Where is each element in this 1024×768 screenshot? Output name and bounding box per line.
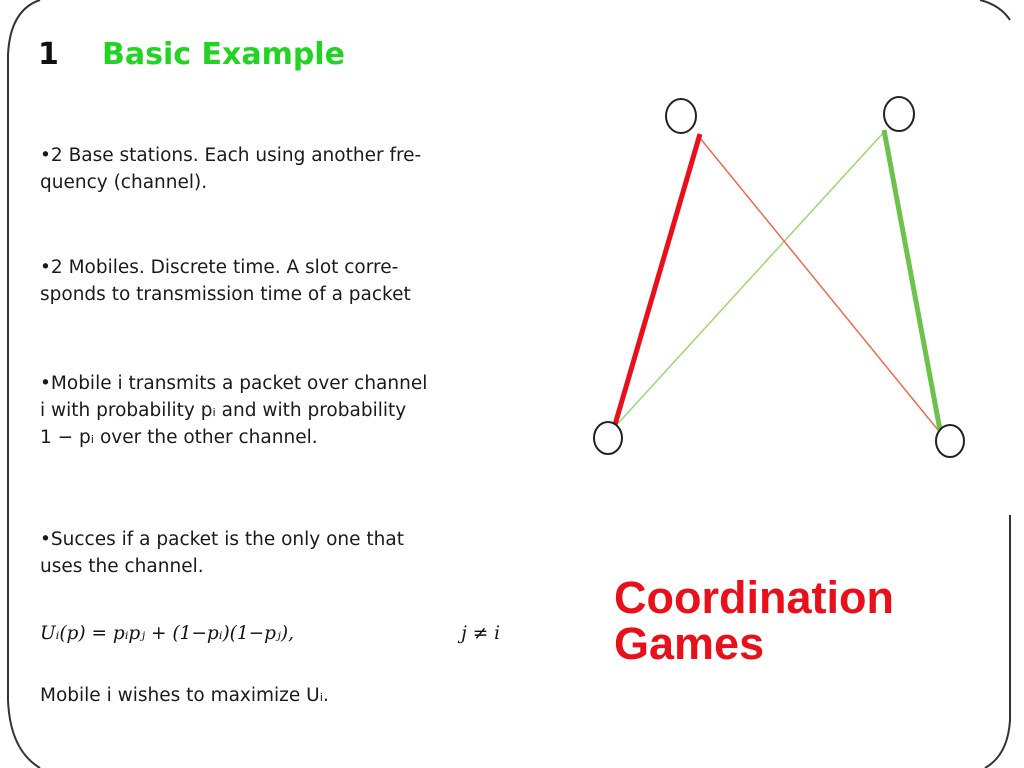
formula-expression: Uᵢ(p) = pᵢpⱼ + (1−pᵢ)(1−pⱼ),: [40, 623, 294, 644]
text-line: •2 Mobiles. Discrete time. A slot corre-: [40, 257, 399, 278]
node-top-left: [665, 98, 697, 134]
coordination-games-title: Coordination Games: [614, 575, 894, 667]
title-line: Games: [614, 618, 765, 669]
paragraph-base-stations: •2 Base stations. Each using another fre…: [40, 142, 500, 196]
edge-thick-red: [611, 133, 703, 429]
formula-condition: j ≠ i: [461, 623, 500, 644]
node-top-right: [883, 96, 915, 132]
node-bottom-right: [935, 424, 965, 458]
title-line: Coordination: [614, 572, 894, 623]
text-line: i with probability pᵢ and with probabili…: [40, 400, 407, 421]
text-line: •Succes if a packet is the only one that: [40, 529, 404, 550]
utility-formula: Uᵢ(p) = pᵢpⱼ + (1−pᵢ)(1−pⱼ), j ≠ i: [40, 623, 500, 644]
text-line: sponds to transmission time of a packet: [40, 284, 411, 305]
edge-thick-green: [881, 129, 943, 431]
paragraph-transmission: •Mobile i transmits a packet over channe…: [40, 370, 500, 451]
node-bottom-left: [593, 421, 623, 455]
edge-thin-red: [699, 137, 939, 431]
section-title: Basic Example: [102, 37, 345, 72]
conclusion-text: Mobile i wishes to maximize Uᵢ.: [40, 685, 329, 706]
section-heading: 1 Basic Example: [38, 40, 345, 70]
text-line: •2 Base stations. Each using another fre…: [40, 145, 422, 166]
text-line: 1 − pᵢ over the other channel.: [40, 427, 318, 448]
text-line: quency (channel).: [40, 172, 208, 193]
edge-thin-green: [611, 131, 885, 431]
paragraph-mobiles: •2 Mobiles. Discrete time. A slot corre-…: [40, 254, 500, 308]
paragraph-success: •Succes if a packet is the only one that…: [40, 526, 500, 580]
text-line: •Mobile i transmits a packet over channe…: [40, 373, 428, 394]
text-line: uses the channel.: [40, 556, 204, 577]
section-number: 1: [38, 37, 59, 72]
